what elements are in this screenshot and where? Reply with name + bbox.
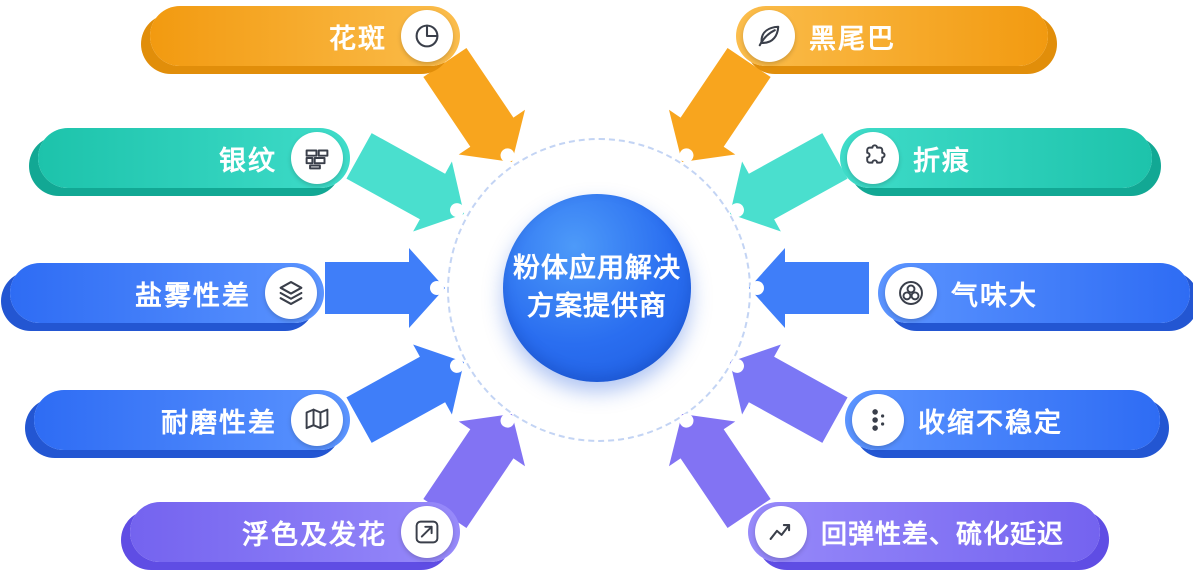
pill-label: 回弹性差、硫化延迟: [821, 518, 1065, 549]
pill-label: 收缩不稳定: [918, 407, 1063, 438]
pill-label: 银纹: [219, 145, 277, 176]
pill-label: 折痕: [913, 145, 971, 176]
pill-shousuobuwending: 收缩不稳定: [845, 390, 1160, 450]
map-icon: [291, 394, 343, 446]
center-title-line1: 粉体应用解决: [513, 253, 681, 284]
pill-zhehen: 折痕: [840, 128, 1152, 188]
pill-label: 黑尾巴: [809, 23, 896, 54]
layers-icon: [265, 267, 317, 319]
line-chart-icon: [755, 506, 807, 558]
arrow-mid-right: [749, 248, 869, 328]
pill-label: 浮色及发花: [242, 519, 387, 550]
pill-yanwuxingcha: 盐雾性差: [10, 263, 324, 323]
dots-flow-icon: [852, 394, 904, 446]
pill-label: 耐磨性差: [161, 407, 277, 438]
center-circle: 粉体应用解决 方案提供商: [503, 194, 691, 382]
pie-chart-icon: [401, 10, 453, 62]
pill-yinwen: 银纹: [38, 128, 350, 188]
bricks-icon: [291, 132, 343, 184]
pill-fusejifahua: 浮色及发花: [130, 502, 460, 562]
bubbles-icon: [885, 267, 937, 319]
pill-label: 气味大: [951, 280, 1038, 311]
pill-naimoxingcha: 耐磨性差: [34, 390, 350, 450]
center-title-line2: 方案提供商: [527, 291, 667, 321]
pill-label: 花斑: [329, 23, 387, 54]
puzzle-icon: [847, 132, 899, 184]
pill-label: 盐雾性差: [135, 280, 251, 311]
leaf-icon: [743, 10, 795, 62]
pill-huitanxingcha: 回弹性差、硫化延迟: [748, 502, 1100, 562]
pill-heiweiba: 黑尾巴: [736, 6, 1048, 66]
pill-huaban: 花斑: [150, 6, 460, 66]
pill-qiweida: 气味大: [878, 263, 1190, 323]
trend-box-icon: [401, 506, 453, 558]
arrow-mid-left: [325, 248, 445, 328]
